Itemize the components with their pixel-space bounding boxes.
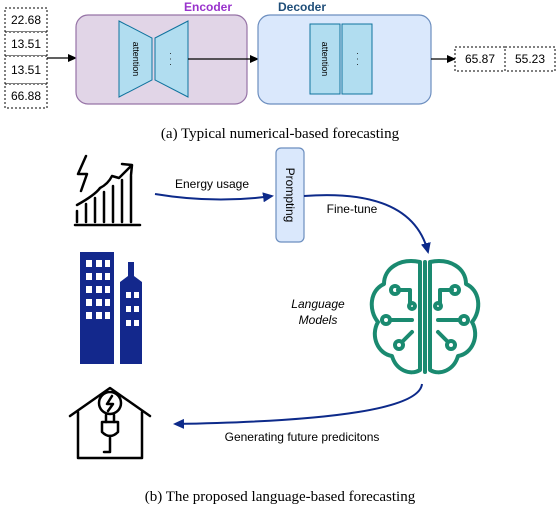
input-value: 13.51 bbox=[11, 37, 41, 51]
input-value: 22.68 bbox=[11, 13, 41, 27]
prompting-label: Prompting bbox=[283, 168, 297, 223]
output-cell bbox=[504, 46, 556, 72]
encoder-block: Encoder attention · · · bbox=[75, 0, 248, 105]
decoder-block: Decoder attention · · · bbox=[257, 0, 432, 105]
caption-a: (a) Typical numerical-based forecasting bbox=[161, 126, 400, 142]
fine-tune-label: Fine-tune bbox=[327, 202, 378, 216]
buildings-icon bbox=[80, 252, 142, 364]
encoder-trapezoid-left bbox=[118, 20, 153, 98]
encoder-attention-label: attention bbox=[131, 42, 141, 77]
encoder-ellipsis: · · · bbox=[166, 52, 176, 66]
generating-arrow bbox=[173, 383, 423, 429]
energy-usage-label: Energy usage bbox=[175, 177, 249, 191]
input-cell bbox=[4, 31, 48, 57]
decoder-ellipsis: · · · bbox=[353, 52, 363, 66]
decoder-ellipsis-box bbox=[341, 23, 373, 95]
input-value: 13.51 bbox=[11, 63, 41, 77]
input-cell bbox=[4, 55, 48, 85]
decoder-attention-box bbox=[309, 23, 341, 95]
decoder-title: Decoder bbox=[278, 0, 326, 14]
language-models-label-line1: Language bbox=[291, 297, 345, 311]
decoder-attention-label: attention bbox=[320, 42, 330, 77]
fine-tune-arrow bbox=[303, 194, 431, 254]
caption-b: (b) The proposed language-based forecast… bbox=[145, 489, 416, 505]
encoder-trapezoid-right bbox=[154, 20, 189, 98]
output-value: 55.23 bbox=[515, 52, 545, 66]
energy-usage-arrow bbox=[154, 192, 274, 203]
input-value: 66.88 bbox=[11, 89, 41, 103]
energy-chart-icon bbox=[73, 154, 142, 227]
language-models-label-line2: Models bbox=[299, 313, 338, 327]
ai-brain-icon bbox=[369, 259, 481, 375]
input-values-column: 22.68 13.51 13.51 66.88 bbox=[4, 7, 48, 109]
input-cell bbox=[4, 7, 48, 33]
input-cell bbox=[4, 83, 48, 109]
generating-label: Generating future predicitons bbox=[225, 430, 380, 444]
output-values-row: 65.87 55.23 bbox=[454, 46, 556, 72]
output-cell bbox=[454, 46, 506, 72]
house-plug-icon bbox=[68, 386, 152, 460]
output-value: 65.87 bbox=[465, 52, 495, 66]
encoder-title: Encoder bbox=[184, 0, 232, 14]
